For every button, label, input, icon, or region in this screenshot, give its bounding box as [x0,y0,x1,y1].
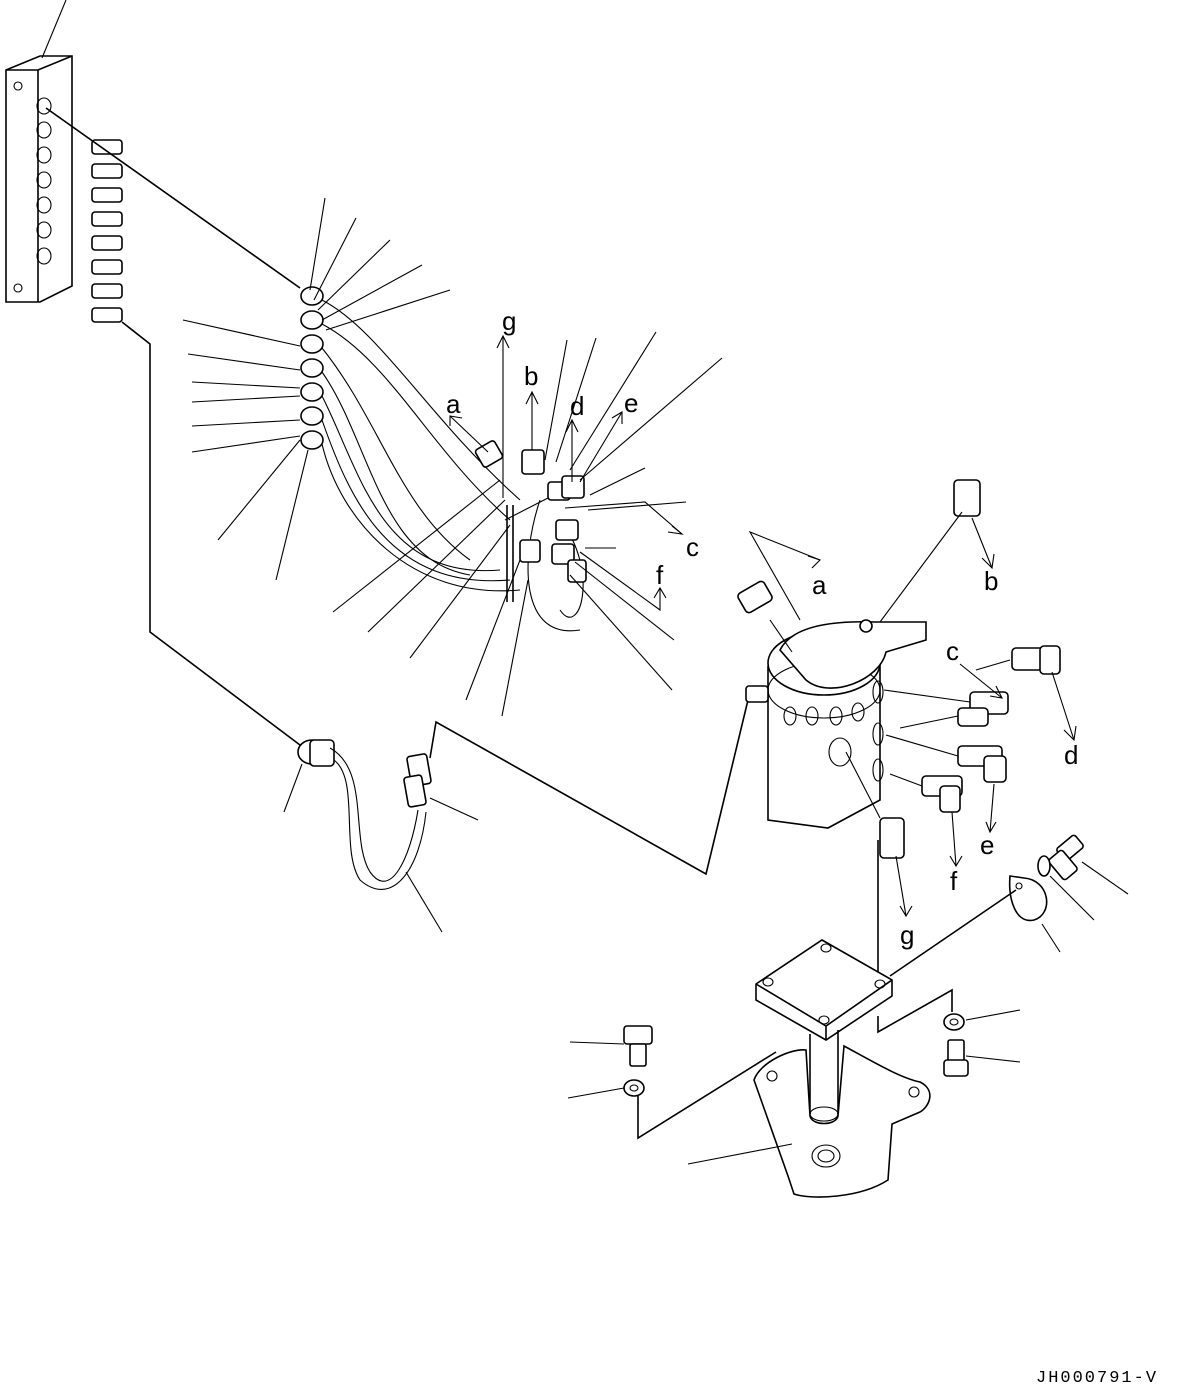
callout-e-upper: e [624,388,638,418]
hose-bundle[interactable] [300,286,587,632]
manifold-fittings[interactable] [45,107,301,746]
callout-g-swivel: g [900,920,914,950]
callout-d-swivel: d [1064,740,1078,770]
callout-arrows-swivel [748,517,1077,918]
drawing-code: JH000791-V [1036,1369,1158,1388]
clamp-bolt-washer[interactable] [889,834,1129,977]
callout-c-swivel: c [946,636,959,666]
callout-e-swivel: e [980,830,994,860]
hose-leader-lines [182,197,723,717]
callout-b-upper: b [524,361,538,391]
swivel-fittings[interactable] [845,479,1061,984]
bracket-hardware[interactable] [567,988,1021,1165]
manifold-block[interactable] [5,0,73,303]
callout-c-upper: c [686,532,699,562]
callout-f-swivel: f [950,866,958,896]
callout-a-upper: a [446,389,461,419]
callout-b-swivel: b [984,566,998,596]
callout-d-upper: d [570,391,584,421]
callout-f-upper: f [656,560,664,590]
callout-arrows-upper [449,334,684,612]
swivel-joint-body[interactable] [737,580,927,829]
long-hose[interactable] [283,699,749,933]
callout-a-swivel: a [812,570,827,600]
callout-g-upper: g [502,306,516,336]
mounting-bracket[interactable] [753,939,931,1198]
